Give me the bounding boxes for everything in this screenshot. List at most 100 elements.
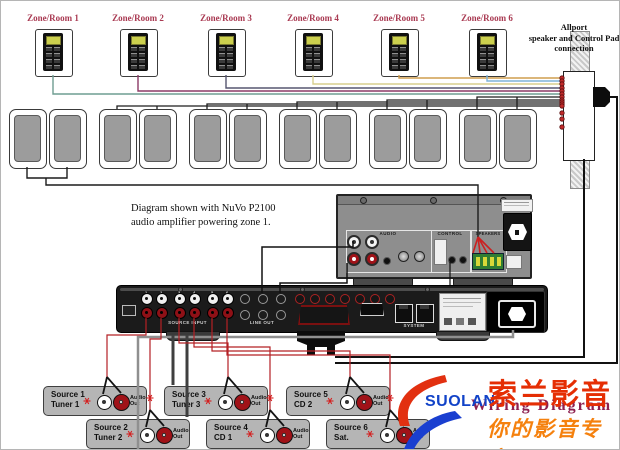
keypad-button-icon <box>488 53 494 57</box>
keypad-button-icon <box>392 53 398 57</box>
rca-jack-white <box>340 395 355 410</box>
rca-center <box>265 433 269 437</box>
rca-jack-red <box>347 252 361 266</box>
keypad-wire-6 <box>486 75 564 82</box>
output-jack <box>355 294 365 304</box>
source-jack-wire <box>349 376 365 394</box>
rca-center <box>223 400 227 404</box>
wire-marker-icon <box>267 394 273 402</box>
amp-audio-label: AUDIO <box>379 231 397 236</box>
keypad-screen-icon <box>219 36 234 45</box>
speaker-wire <box>116 105 564 109</box>
keypad-button-icon <box>139 59 145 63</box>
wire-marker-icon <box>327 397 333 405</box>
screw-icon <box>300 287 305 292</box>
jack-number: 6 <box>226 290 228 295</box>
keypad-screen-icon <box>392 36 407 45</box>
keypad-button-icon <box>480 47 486 51</box>
wire-marker-icon <box>84 397 90 405</box>
rca-jack-red <box>276 427 293 444</box>
speaker-wire-zone1 <box>26 167 68 179</box>
rca-jack-red <box>234 394 251 411</box>
allport-cable <box>335 96 618 364</box>
rca-center <box>178 311 181 314</box>
keypad-button-icon <box>46 65 52 69</box>
rca-center <box>160 297 163 300</box>
keypad <box>208 29 246 77</box>
keypad-screen-icon <box>480 36 495 45</box>
speaker <box>279 109 317 169</box>
watermark-brand: SUOLAN <box>425 393 496 410</box>
rca-jack-red <box>356 394 373 411</box>
rca-jack-white <box>141 293 153 305</box>
speaker <box>409 109 447 169</box>
line-out-jack <box>258 294 268 304</box>
jack-number: 3 <box>178 290 180 295</box>
keypad-screen-icon <box>46 36 61 45</box>
rca-center <box>162 433 166 437</box>
jack-number: 5 <box>211 290 213 295</box>
keypad-button-icon <box>54 47 60 51</box>
power-cord <box>136 330 515 449</box>
line-out-jack <box>276 294 286 304</box>
keypad-button-icon <box>54 65 60 69</box>
speaker-wire <box>206 103 564 109</box>
keypad-button-icon <box>131 59 137 63</box>
keypad-button-icon <box>54 59 60 63</box>
speaker <box>9 109 47 169</box>
rca-jack-white <box>380 428 395 443</box>
keypad-button-icon <box>46 53 52 57</box>
speaker-grille <box>14 115 41 162</box>
amp-small-sticker <box>506 255 522 269</box>
allport-connector-block <box>563 71 595 161</box>
source-label: Source 1 Tuner 1 <box>51 390 85 409</box>
line-out-jack <box>258 310 268 320</box>
keypad-button-icon <box>306 59 312 63</box>
watermark-cn-slogan: 你的影音专家 <box>487 417 602 449</box>
keypad-button-icon <box>219 59 225 63</box>
wire-marker-icon <box>247 430 253 438</box>
caption-line1: Diagram shown with NuVo P2100 <box>131 203 276 214</box>
zone-label: Zone/Room 2 <box>112 13 164 23</box>
speaker-grille <box>104 115 131 162</box>
source-input-label: SOURCE INPUT <box>168 320 207 325</box>
screw-icon <box>430 197 437 204</box>
source-feed <box>149 318 162 410</box>
source-feed <box>178 318 229 377</box>
source-jack-wire <box>265 409 271 428</box>
keypad-button-icon <box>392 65 398 69</box>
keypad-button-icon <box>139 53 145 57</box>
rca-center <box>345 400 349 404</box>
keypad-button-icon <box>314 53 320 57</box>
speaker-wire <box>386 99 564 109</box>
keypad-button-icon <box>306 47 312 51</box>
keypad-button-icon <box>227 65 233 69</box>
speaker-grille <box>414 115 441 162</box>
keypad-button-icon <box>219 53 225 57</box>
allport-note-line3: connection <box>554 43 594 54</box>
speaker <box>49 109 87 169</box>
keypad-button-icon <box>488 65 494 69</box>
keypad-button-icon <box>131 53 137 57</box>
wire-marker-icon <box>205 397 211 405</box>
screw-icon <box>425 287 430 292</box>
rca-jack-white <box>97 395 112 410</box>
blue-swoosh-icon <box>404 411 462 449</box>
amp-power-inlet <box>503 213 532 251</box>
zone-label: Zone/Room 5 <box>373 13 425 23</box>
screw-icon <box>360 197 367 204</box>
rca-center <box>145 311 148 314</box>
keypad-body <box>477 33 497 71</box>
keypad-button-icon <box>314 47 320 51</box>
output-jack <box>340 294 350 304</box>
line-out-jack <box>240 294 250 304</box>
audio-out-label: Audio Out <box>293 428 309 441</box>
rca-center <box>160 311 163 314</box>
rca-center <box>211 311 214 314</box>
keypad-body <box>43 33 63 71</box>
rca-jack-white <box>222 293 234 305</box>
keypad-body <box>389 33 409 71</box>
